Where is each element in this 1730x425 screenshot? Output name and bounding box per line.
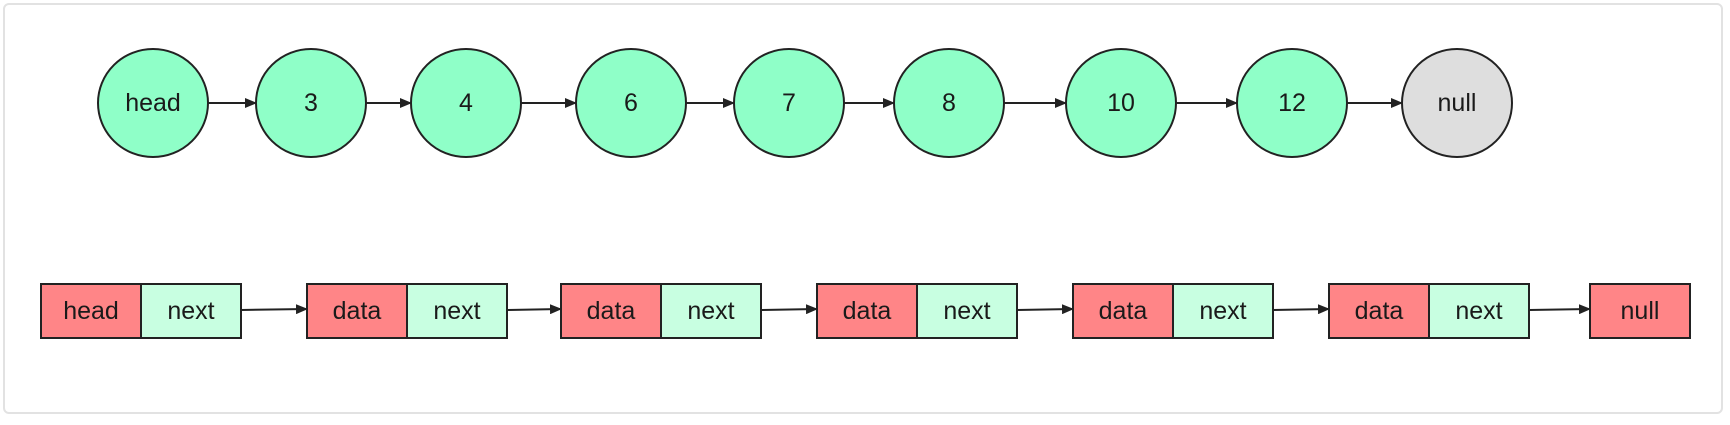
box-node-data-label: data <box>1355 297 1404 325</box>
circle-node-label: 6 <box>624 89 638 117</box>
circle-node: 10 <box>1065 48 1177 158</box>
circle-node-shape <box>1401 48 1513 158</box>
circle-node: head <box>97 48 209 158</box>
box-node: data next <box>560 283 762 339</box>
box-node: data next <box>816 283 1018 339</box>
circle-node: null <box>1401 48 1513 158</box>
circle-node-label: 7 <box>782 89 796 117</box>
box-node-data-label: data <box>333 297 382 325</box>
box-node-next-cell <box>1428 283 1530 339</box>
box-node-data-label: data <box>1099 297 1148 325</box>
box-node-next-label: next <box>433 297 480 325</box>
pointer-arrow <box>760 304 818 315</box>
box-node-next-label: next <box>1455 297 1502 325</box>
box-node-next-label: next <box>943 297 990 325</box>
box-null-node: null <box>1589 283 1691 339</box>
circle-node: 8 <box>893 48 1005 158</box>
linked-list-diagram: head 3 4 6 7 8 10 12 null head next data next data ne… <box>40 48 1691 339</box>
circle-node-label: 4 <box>459 89 473 117</box>
circle-node: 7 <box>733 48 845 158</box>
box-node-next-cell <box>1172 283 1274 339</box>
circle-node-label: 12 <box>1278 89 1306 117</box>
box-node-data-label: head <box>63 297 119 325</box>
box-node-next-cell <box>660 283 762 339</box>
box-null-label: null <box>1621 297 1660 325</box>
box-node: data next <box>306 283 508 339</box>
circle-node-label: head <box>125 89 181 117</box>
box-node-next-label: next <box>687 297 734 325</box>
box-node-next-label: next <box>1199 297 1246 325</box>
circle-node: 3 <box>255 48 367 158</box>
box-node-data-cell <box>40 283 142 339</box>
box-node: data next <box>1072 283 1274 339</box>
diagram-frame: head 3 4 6 7 8 10 12 null head next data next data ne… <box>3 3 1723 414</box>
circle-node-label: 8 <box>942 89 956 117</box>
box-node-next-cell <box>916 283 1018 339</box>
circle-node: 4 <box>410 48 522 158</box>
circle-node-label: 10 <box>1107 89 1135 117</box>
box-node-next-label: next <box>167 297 214 325</box>
box-node: data next <box>1328 283 1530 339</box>
box-node-next-cell <box>140 283 242 339</box>
box-node-data-label: data <box>843 297 892 325</box>
circle-linked-list: head 3 4 6 7 8 10 12 null <box>97 48 1513 158</box>
pointer-arrow <box>1016 304 1074 315</box>
circle-node: 12 <box>1236 48 1348 158</box>
circle-node-label: null <box>1438 89 1477 117</box>
box-node-data-cell <box>1328 283 1430 339</box>
pointer-arrow <box>1528 304 1591 315</box>
box-node: head next <box>40 283 242 339</box>
pointer-arrow <box>240 304 308 315</box>
circle-node: 6 <box>575 48 687 158</box>
box-node-data-cell <box>560 283 662 339</box>
box-linked-list: head next data next data next data next data next… <box>40 283 1691 339</box>
box-null-cell <box>1589 283 1691 339</box>
pointer-arrow <box>1272 304 1330 315</box>
circle-node-label: 3 <box>304 89 318 117</box>
box-node-data-label: data <box>587 297 636 325</box>
pointer-arrow <box>506 304 562 315</box>
box-node-data-cell <box>1072 283 1174 339</box>
box-node-next-cell <box>406 283 508 339</box>
